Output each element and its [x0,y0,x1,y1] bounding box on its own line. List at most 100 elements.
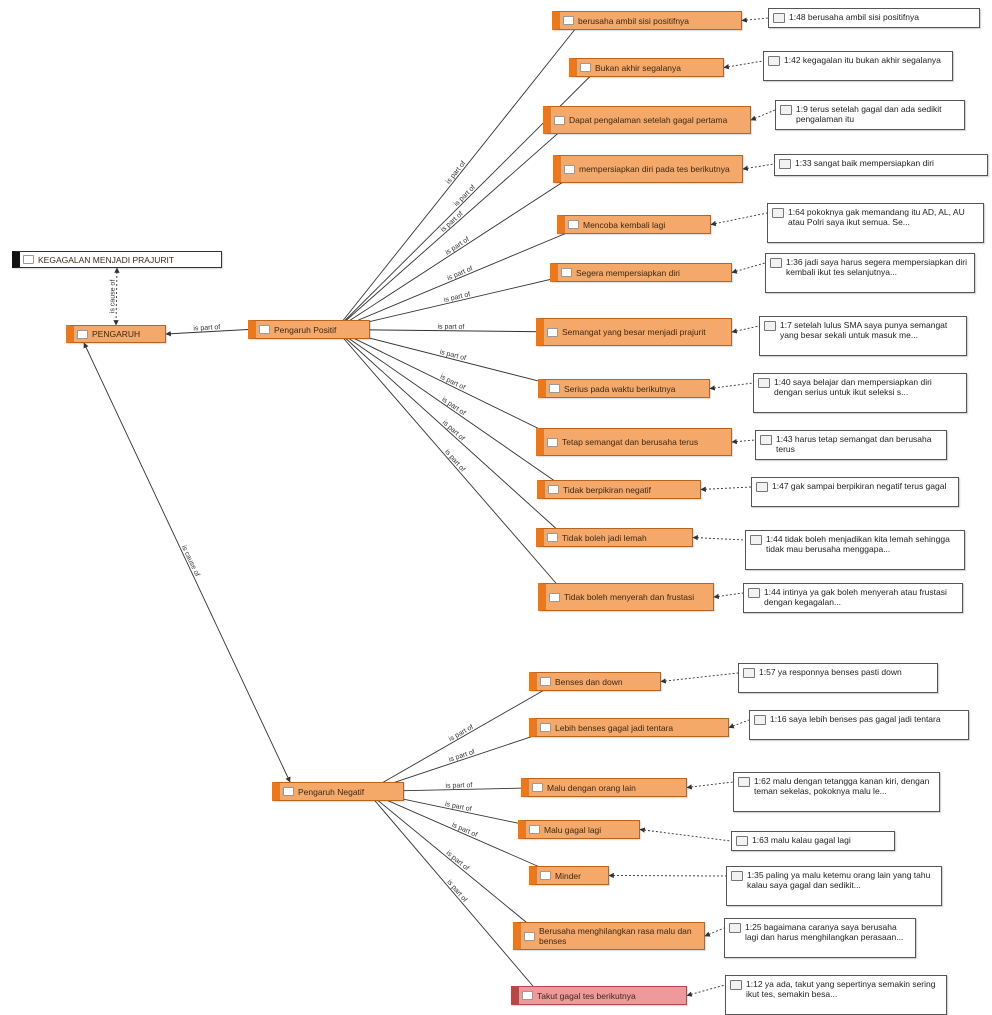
code-node[interactable]: Mencoba kembali lagi [557,215,711,234]
code-icon [283,787,294,796]
quotation-text: 1:43 harus tetap semangat dan berusaha t… [776,434,932,454]
quotation-node[interactable]: 1:12 ya ada, takut yang sepertinya semak… [725,975,947,1015]
relation-label: is part of [441,419,466,442]
quotation-icon [743,668,755,678]
node-label: KEGAGALAN MENJADI PRAJURIT [38,254,175,265]
code-node[interactable]: Malu dengan orang lain [521,778,687,797]
part-of-link [366,791,544,937]
quotation-node[interactable]: 1:48 berusaha ambil sisi positifnya [768,8,980,28]
code-icon [549,592,560,602]
quotation-node[interactable]: 1:43 harus tetap semangat dan berusaha t… [755,430,947,460]
quotation-link [660,672,739,684]
quotation-text: 1:42 kegagalan itu bukan akhir segalanya [784,55,941,65]
code-icon [524,931,535,941]
code-icon [547,437,558,447]
root-document-node[interactable]: KEGAGALAN MENJADI PRAJURIT [12,251,222,268]
quotation-node[interactable]: 1:47 gak sampai berpikiran negatif terus… [751,477,959,507]
part-of-link [366,681,560,792]
quotation-icon [758,378,770,388]
quotation-node[interactable]: 1:25 bagaimana caranya saya berusaha lag… [724,918,916,958]
quotation-node[interactable]: 1:64 pokoknya gak memandang itu AD, AL, … [767,203,984,243]
relation-label: is part of [444,801,472,813]
part-of-link [335,168,584,330]
code-icon [548,485,559,494]
relation-label: is cause of [180,544,201,577]
quotation-text: 1:33 sangat baik mempersiapkan diri [795,158,934,168]
relation-label: is part of [445,160,467,185]
quotation-text: 1:16 saya lebih benses pas gagal jadi te… [770,714,941,724]
code-node[interactable]: Benses dan down [529,672,661,691]
node-label: Segera mempersiapkan diri [576,267,680,278]
quotation-node[interactable]: 1:62 malu dengan tetangga kanan kiri, de… [733,772,940,812]
quotation-text: 1:9 terus setelah gagal dan ada sedikit … [796,104,942,124]
quotation-link [728,719,750,729]
node-label: Malu gagal lagi [544,824,602,835]
relation-label: is part of [444,236,470,257]
quotation-link [710,212,768,227]
quotation-icon [764,321,776,331]
code-node[interactable]: berusaha ambil sisi positifnya [552,11,742,30]
part-of-link [335,272,581,332]
code-node[interactable]: Malu gagal lagi [518,820,640,839]
quotation-icon [772,208,784,218]
code-node[interactable]: Berusaha menghilangkan rasa malu dan ben… [513,922,705,950]
code-icon [554,115,565,125]
node-label: Minder [555,870,581,881]
quotation-text: 1:36 jadi saya harus segera mempersiapka… [786,257,967,277]
code-node[interactable]: Segera mempersiapkan diri [550,263,732,282]
code-icon [529,825,540,834]
part-of-link [335,20,583,330]
quotation-node[interactable]: 1:40 saya belajar dan mempersiapkan diri… [753,373,967,413]
quotation-icon [756,482,768,492]
code-node[interactable]: mempersiapkan diri pada tes berikutnya [553,155,743,183]
code-node[interactable]: Tidak boleh jadi lemah [536,528,693,547]
code-icon [580,63,591,72]
code-node[interactable]: Tidak boleh menyerah dan frustasi [538,583,714,611]
quotation-node[interactable]: 1:33 sangat baik mempersiapkan diri [774,154,988,176]
quotation-node[interactable]: 1:44 intinya ya gak boleh menyerah atau … [743,583,963,613]
relation-label: is part of [448,724,475,743]
code-node[interactable]: Tetap semangat dan berusaha terus [536,428,732,456]
code-node[interactable]: Tidak berpikiran negatif [537,480,701,499]
quotation-node[interactable]: 1:57 ya responnya benses pasti down [738,663,938,693]
quotation-icon [748,588,760,598]
quotation-link [750,109,776,121]
quotation-link [731,438,756,445]
quotation-node[interactable]: 1:9 terus setelah gagal dan ada sedikit … [775,100,965,130]
quotation-text: 1:57 ya responnya benses pasti down [759,667,902,677]
quotation-icon [736,836,748,846]
code-node-alert[interactable]: Takut gagal tes berikutnya [511,986,687,1005]
node-label: Malu dengan orang lain [547,782,636,793]
node-label: mempersiapkan diri pada tes berikutnya [579,164,730,174]
quotation-node[interactable]: 1:16 saya lebih benses pas gagal jadi te… [749,710,969,740]
code-node[interactable]: Bukan akhir segalanya [569,58,724,77]
node-label: berusaha ambil sisi positifnya [578,15,690,26]
code-node[interactable]: Serius pada waktu berikutnya [538,379,710,398]
quotation-node[interactable]: 1:35 paling ya malu ketemu orang lain ya… [726,866,942,906]
code-node[interactable]: Dapat pengalaman setelah gagal pertama [543,106,751,134]
quotation-text: 1:44 tidak boleh menjadikan kita lemah s… [766,534,950,554]
node-label: PENGARUH [92,329,141,339]
quotation-icon [729,923,741,933]
quotation-node[interactable]: 1:63 malu kalau gagal lagi [731,831,895,851]
quotation-text: 1:35 paling ya malu ketemu orang lain ya… [747,870,931,890]
node-label: Serius pada waktu berikutnya [564,383,676,394]
code-node-pengaruh-negatif[interactable]: Pengaruh Negatif [272,782,404,801]
quotation-node[interactable]: 1:44 tidak boleh menjadikan kita lemah s… [745,530,965,570]
relation-label: is cause of [109,280,117,314]
code-node-pengaruh-positif[interactable]: Pengaruh Positif [248,320,370,339]
code-icon [547,327,558,337]
cause-link [83,342,291,783]
quotation-node[interactable]: 1:42 kegagalan itu bukan akhir segalanya [763,51,953,81]
code-node[interactable]: Minder [529,866,609,885]
quotation-node[interactable]: 1:7 setelah lulus SMA saya punya semanga… [759,316,967,356]
node-label: Semangat yang besar menjadi prajurit [562,327,706,337]
code-node-pengaruh[interactable]: PENGARUH [66,325,166,343]
node-label: Berusaha menghilangkan rasa malu dan ben… [539,926,692,946]
quotation-link [731,325,760,334]
code-icon [563,16,574,25]
code-node[interactable]: Semangat yang besar menjadi prajurit [536,318,732,346]
quotation-node[interactable]: 1:36 jadi saya harus segera mempersiapka… [765,253,975,293]
code-node[interactable]: Lebih benses gagal jadi tentara [529,718,729,737]
node-label: Tidak berpikiran negatif [563,484,652,495]
